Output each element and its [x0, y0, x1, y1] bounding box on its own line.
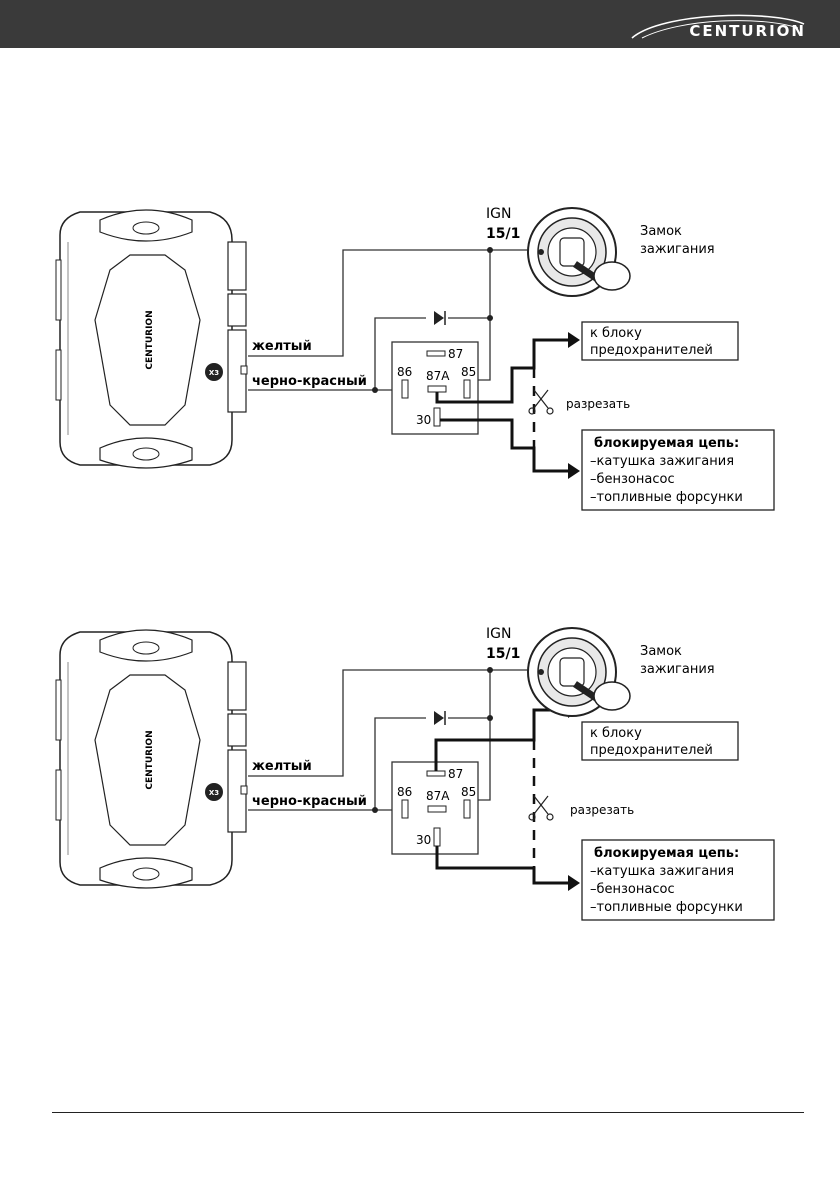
wiring-diagram-87: CENTURION X3 87 86 87A 85 30	[55, 626, 775, 921]
fuse-box	[581, 321, 739, 361]
lock-label-line1: Замок	[640, 224, 682, 239]
relay-pin-85: 85	[461, 365, 476, 379]
scissors-icon	[528, 795, 554, 821]
blocked-circuit-box	[581, 429, 775, 511]
relay-pin-86: 86	[397, 365, 412, 379]
connector-x3-label: X3	[209, 789, 219, 797]
cut-label: разрезать	[570, 803, 634, 817]
lock-label-line2: зажигания	[640, 242, 715, 257]
ignition-lock-icon	[527, 627, 631, 717]
circuit-title: блокируемая цепь:	[594, 846, 739, 861]
wire-black-red-label: черно-красный	[252, 794, 367, 809]
diode-icon	[434, 311, 446, 325]
circuit-item-2: –бензонасос	[590, 472, 675, 487]
cut-label: разрезать	[566, 397, 630, 411]
lock-label-line2: зажигания	[640, 662, 715, 677]
ign-label: IGN	[486, 206, 511, 222]
wire-black-red-label: черно-красный	[252, 374, 367, 389]
fuse-label-line1: к блоку	[590, 326, 642, 341]
circuit-item-1: –катушка зажигания	[590, 454, 734, 469]
unit-brand-label: CENTURION	[145, 730, 155, 789]
fuse-label-line2: предохранителей	[590, 743, 713, 758]
wire-yellow-label: желтый	[252, 759, 312, 774]
connector-block: X3	[205, 661, 248, 833]
wiring-diagram-87a: CENTURION X3 87 86 87A 85 30	[55, 206, 775, 511]
fuse-label-line1: к блоку	[590, 726, 642, 741]
ign-number-label: 15/1	[486, 226, 520, 242]
circuit-item-2: –бензонасос	[590, 882, 675, 897]
alarm-unit: CENTURION	[55, 209, 233, 469]
wire-yellow-label: желтый	[252, 339, 312, 354]
fuse-label-line2: предохранителей	[590, 343, 713, 358]
circuit-item-3: –топливные форсунки	[590, 900, 743, 915]
relay-pin-85: 85	[461, 785, 476, 799]
connector-x3-label: X3	[209, 369, 219, 377]
relay-pin-30: 30	[416, 413, 431, 427]
relay: 87 86 87A 85 30	[391, 761, 479, 855]
relay-pin-87a: 87A	[426, 369, 450, 383]
unit-brand-label: CENTURION	[145, 310, 155, 369]
scissors-icon	[528, 389, 554, 415]
circuit-item-1: –катушка зажигания	[590, 864, 734, 879]
connector-block: X3	[205, 241, 248, 413]
fuse-box	[581, 721, 739, 761]
blocked-circuit-box	[581, 839, 775, 921]
relay-pin-30: 30	[416, 833, 431, 847]
diode-icon	[434, 711, 446, 725]
relay-pin-87a: 87A	[426, 789, 450, 803]
ign-number-label: 15/1	[486, 646, 520, 662]
relay-pin-87: 87	[448, 767, 463, 781]
header-bar: CENTURION	[0, 0, 840, 48]
brand-logo-text: CENTURION	[689, 22, 806, 40]
circuit-item-3: –топливные форсунки	[590, 490, 743, 505]
footer-divider	[52, 1112, 804, 1113]
brand-swoosh-icon	[631, 14, 805, 39]
alarm-unit: CENTURION	[55, 629, 233, 889]
ign-label: IGN	[486, 626, 511, 642]
relay-pin-86: 86	[397, 785, 412, 799]
relay-pin-87: 87	[448, 347, 463, 361]
ignition-lock-icon	[527, 207, 631, 297]
lock-label-line1: Замок	[640, 644, 682, 659]
circuit-title: блокируемая цепь:	[594, 436, 739, 451]
